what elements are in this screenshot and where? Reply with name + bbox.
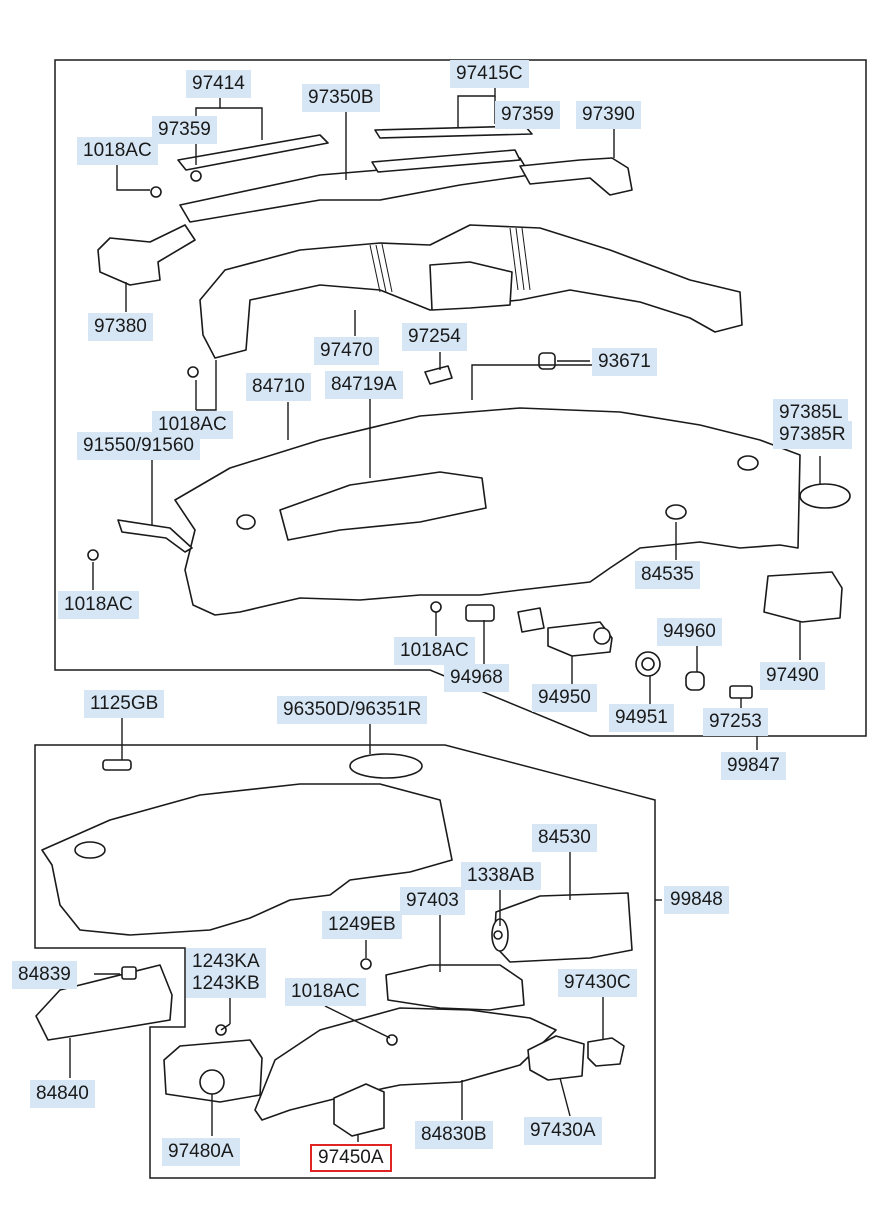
clip-97253 [729,685,753,699]
label-97253[interactable]: 97253 [703,708,768,736]
label-1249EB[interactable]: 1249EB [322,911,402,939]
label-97430C[interactable]: 97430C [558,969,637,997]
crash-pad-main [174,407,801,616]
label-97254[interactable]: 97254 [402,323,467,351]
label-94968[interactable]: 94968 [444,664,509,692]
label-99847[interactable]: 99847 [721,752,786,780]
label-84530[interactable]: 84530 [532,824,597,852]
vent-97430C [587,1037,625,1067]
side-vent-grille [799,483,851,509]
heater-control-panel [493,892,633,963]
side-duct-left [97,224,196,286]
screw-1125GB [102,759,132,771]
label-1018AC-center[interactable]: 1018AC [394,637,475,665]
label-1018AC-top[interactable]: 1018AC [77,137,158,165]
defroster-nozzle [179,157,531,223]
screw-1018AC-mid [187,366,199,378]
screw-1338AB [493,930,503,940]
center-vent-97490 [763,571,843,623]
grommet-93671 [538,352,556,370]
label-97480A[interactable]: 97480A [162,1138,240,1166]
label-97385R[interactable]: 97385R [773,421,852,449]
main-duct-center-outlet [429,261,513,311]
label-94960[interactable]: 94960 [657,618,722,646]
label-84839[interactable]: 84839 [12,961,77,989]
label-97490[interactable]: 97490 [760,662,825,690]
side-duct-right [519,157,633,196]
label-97403[interactable]: 97403 [400,887,465,915]
label-91550-91560[interactable]: 91550/91560 [77,432,200,460]
center-vent-97403 [385,964,525,1011]
defroster-nozzle-slot [371,149,521,173]
label-97390[interactable]: 97390 [576,101,641,129]
clip-97254 [424,365,453,385]
label-84830B[interactable]: 84830B [415,1121,493,1149]
vent-97450A [333,1083,385,1137]
label-97430A[interactable]: 97430A [524,1117,602,1145]
crash-pad-vent-left [236,514,256,530]
lower-group-frame [34,744,656,1179]
vent-97430A [527,1035,585,1081]
defroster-garnish-left [177,134,329,171]
label-96350D-96351R[interactable]: 96350D/96351R [277,696,428,724]
fastener-97359 [190,170,202,182]
label-97450A-selected[interactable]: 97450A [310,1144,392,1172]
crash-pad-vent-right [737,455,759,471]
knob-94960 [685,671,705,691]
screw-1018AC-left [87,549,99,561]
label-1018AC-left[interactable]: 1018AC [58,591,139,619]
label-84710[interactable]: 84710 [246,373,311,401]
label-97359-right[interactable]: 97359 [495,101,560,129]
screw-1249EB [360,958,372,970]
label-99848[interactable]: 99848 [664,886,729,914]
crash-pad-plug [665,504,687,520]
wiring-bracket [117,519,193,553]
label-97380[interactable]: 97380 [88,313,153,341]
speaker-grille [349,753,423,779]
defroster-garnish-right [374,125,533,139]
label-84719A[interactable]: 84719A [325,371,403,399]
label-84535[interactable]: 84535 [635,561,700,589]
label-97415C[interactable]: 97415C [450,60,529,88]
clip-84839 [121,966,137,980]
label-1125GB[interactable]: 1125GB [84,690,165,718]
connector-94968 [465,604,495,622]
label-94951[interactable]: 94951 [609,704,674,732]
label-84840[interactable]: 84840 [30,1080,95,1108]
crash-pad-cluster-hood [279,471,487,541]
label-1018AC-lower[interactable]: 1018AC [285,978,366,1006]
upper-group-frame [54,59,867,737]
label-1243KB[interactable]: 1243KB [186,970,266,998]
label-97414[interactable]: 97414 [186,70,251,98]
screw-1018AC-top [150,186,162,198]
label-97470[interactable]: 97470 [314,337,379,365]
screw-1018AC-center [430,601,442,613]
crash-pad-cover [41,783,453,936]
label-97359-left[interactable]: 97359 [152,116,217,144]
label-94950[interactable]: 94950 [532,684,597,712]
label-97350B[interactable]: 97350B [302,84,380,112]
lower-center-fascia [254,1007,557,1121]
label-1338AB[interactable]: 1338AB [461,862,541,890]
label-93671[interactable]: 93671 [592,348,657,376]
